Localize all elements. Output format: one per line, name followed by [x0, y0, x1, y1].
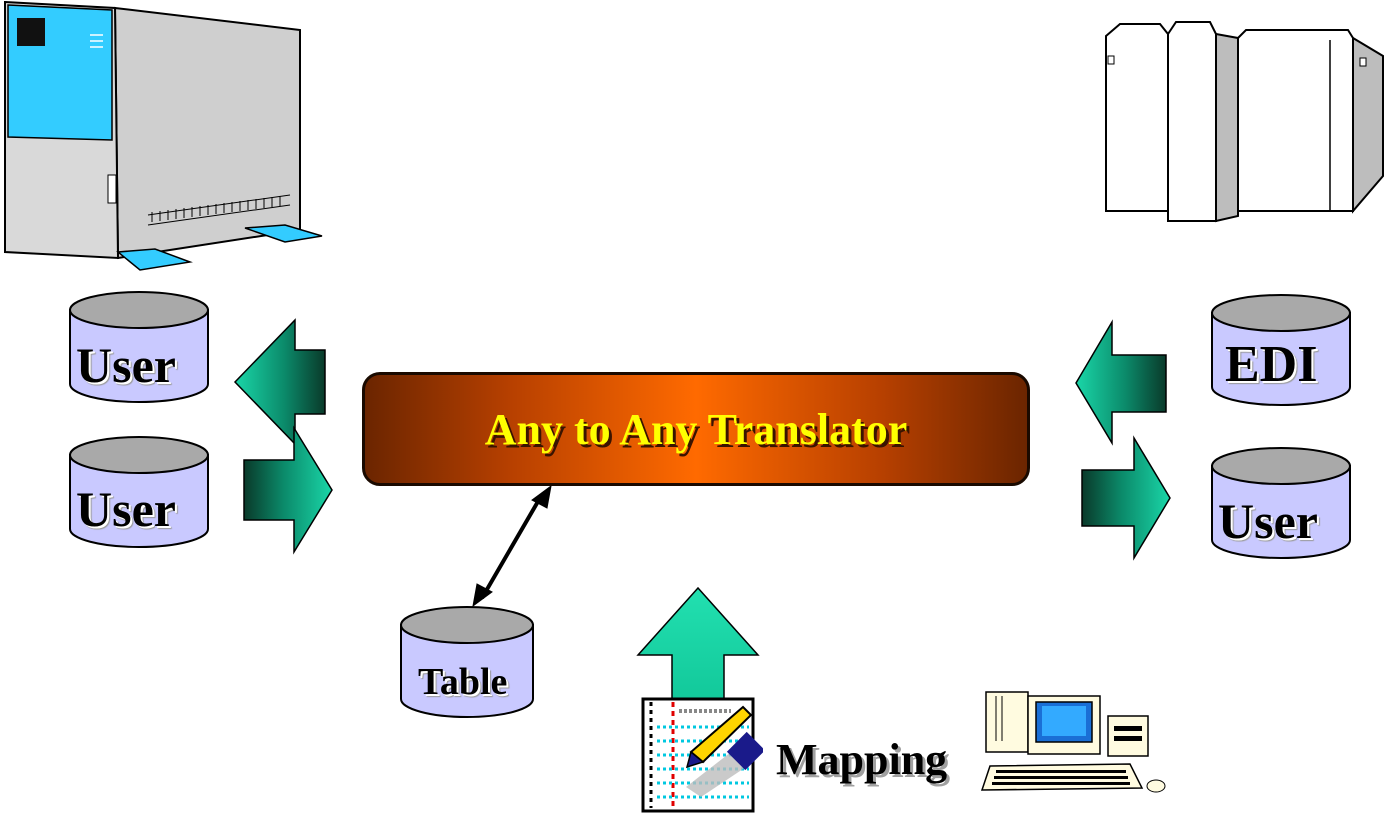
edi-db-label: EDI — [1225, 336, 1318, 393]
server-tower-icon — [4, 0, 323, 271]
database-cylinder — [1211, 294, 1351, 406]
mainframe-icon — [1105, 21, 1384, 223]
table-connector-arrow — [472, 484, 552, 608]
arrow-right — [1081, 435, 1171, 561]
mapping-document-icon — [641, 697, 763, 813]
user-db-label: User — [76, 481, 176, 537]
desktop-computer-icon — [980, 691, 1166, 793]
translator-label: Any to Any Translator — [484, 404, 908, 454]
arrow-left — [233, 318, 326, 446]
table-db-label: Table — [418, 661, 508, 703]
user-db-label: User — [1218, 493, 1318, 549]
database-cylinder — [1211, 447, 1351, 559]
arrow-right — [243, 425, 333, 555]
arrow-up — [636, 586, 760, 703]
translator-box: Any to Any Translator — [362, 372, 1030, 486]
database-cylinder — [69, 436, 209, 548]
database-cylinder — [69, 291, 209, 403]
user-db-label: User — [76, 337, 176, 393]
database-cylinder — [400, 606, 534, 718]
arrow-left — [1075, 319, 1167, 446]
mapping-label: Mapping — [776, 735, 948, 784]
